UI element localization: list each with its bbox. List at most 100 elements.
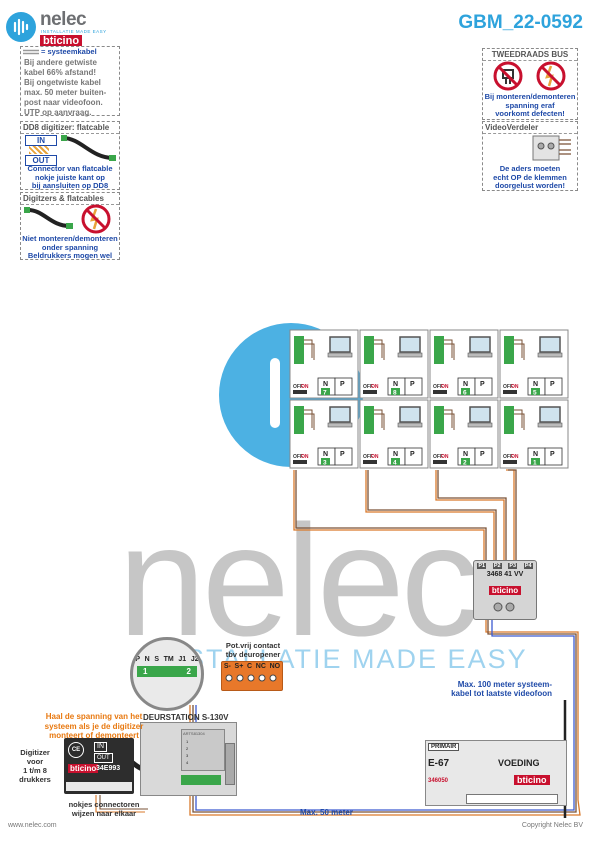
monitor-p-box (474, 447, 493, 466)
terminal-zoom: P N S TM J1 J2 1 2 (130, 637, 204, 711)
monitor-p-label: P (410, 381, 415, 388)
monitor-on-label: ON (441, 384, 449, 390)
panel-systeemkabel: = systeemkabel Bij andere getwiste kabel… (20, 46, 120, 117)
door-station-side-connector (225, 743, 235, 785)
monitor-address-box (531, 458, 540, 465)
panel-digitizers-body: Niet monteren/demonteren onder spanning … (21, 234, 119, 261)
zoom-terminal: N (144, 656, 150, 663)
monitor-wire (514, 339, 525, 360)
power-warning: Haal de spanning van het systeem als je … (34, 712, 154, 741)
monitor-n-label: N (393, 451, 398, 458)
document-id: GBM_22-0592 (458, 12, 583, 33)
dd8-out-label: OUT (25, 155, 57, 166)
monitor-address-box (321, 388, 330, 395)
terminal-block-icon (532, 135, 571, 161)
monitor-screen-icon (539, 406, 561, 423)
panel-digitizers: Digitzers & flatcables Niet monteren/dem… (20, 192, 120, 260)
distributor-port: P4 (523, 563, 533, 569)
monitor-wire (444, 409, 455, 430)
monitor-screen-icon (399, 336, 421, 353)
door-station-title: DEURSTATION S-130V (143, 713, 229, 722)
distributor-code: 3468 41 (486, 571, 512, 578)
max100-line: Max. 100 meter systeem- (457, 680, 552, 689)
monitor-address-box (321, 458, 330, 465)
door-station-row: 2 (186, 746, 189, 751)
panel-line: nokje juiste kant op (34, 172, 105, 182)
monitor-switch-icon (293, 460, 307, 464)
flatcable-connector-icon (29, 146, 49, 154)
door-opener-contact: S- S+ C NC NO (221, 661, 283, 691)
monitor-screen-icon (329, 336, 351, 353)
contact-title: Pot.vrij contact tbv deuropener (218, 641, 288, 659)
panel-line: Bij monteren/demonteren (484, 92, 576, 101)
watermark-slogan: INSTALLATIE MADE EASY (155, 644, 528, 674)
distributor-port: P3 (508, 563, 518, 569)
monitor-address-number: 4 (393, 460, 397, 467)
monitor-terminal-block (294, 336, 304, 364)
door-station-row: 1 (186, 739, 189, 744)
monitor-address-box (531, 388, 540, 395)
monitor-off-label: OFF (293, 384, 303, 390)
monitor-wire (514, 409, 525, 430)
monitor-n-label: N (533, 381, 538, 388)
contact-terminal-labels: S- S+ C NC NO (222, 663, 282, 670)
panel-line: Connector van flatcable (27, 164, 113, 173)
monitor-address-box (391, 388, 400, 395)
flatcable-icon (61, 135, 116, 161)
monitor-off-label: OFF (503, 384, 513, 390)
monitor-n-label: N (323, 381, 328, 388)
ce-mark-icon: CE (68, 742, 84, 758)
nokjes-line: wijzen naar elkaar (71, 809, 137, 818)
panel-line: bij aansluiten op DD8 (31, 181, 109, 190)
panel-line: onder spanning (41, 242, 99, 252)
monitor-wire (304, 339, 315, 360)
door-station-terminal-strip (181, 775, 221, 785)
zoom-terminal: P (135, 656, 140, 663)
door-station-row: 3 (186, 753, 189, 758)
panel-tweedraads-title: TWEEDRAADS BUS (483, 49, 577, 61)
zoom-left-number: 1 (143, 667, 148, 676)
monitor-wire (304, 409, 315, 430)
monitor-switch-icon (293, 390, 307, 394)
cable-icon (23, 50, 39, 55)
contact-title-line: Pot.vrij contact (225, 641, 281, 650)
panel-line: De aders moeten (499, 164, 561, 173)
monitor-switch-icon (503, 390, 517, 394)
panel-tweedraads-bus: TWEEDRAADS BUS Bij monteren/demonteren s… (482, 48, 578, 120)
power-warning-line: Haal de spanning van het (45, 712, 143, 721)
monitor-p-label: P (340, 451, 345, 458)
digitizer-terminal-strip (66, 782, 132, 791)
monitor-p-box (544, 447, 563, 466)
monitor-terminal-block (294, 406, 304, 434)
monitor-on-label: ON (511, 454, 519, 460)
monitor-base (467, 422, 493, 428)
contact-terminal: NC (255, 663, 266, 670)
monitor-off-label: OFF (503, 454, 513, 460)
panel-systeemkabel-title: = systeemkabel (41, 47, 97, 56)
monitor-base (537, 352, 563, 358)
zoom-terminal: TM (163, 656, 174, 663)
power-terminal-strip (466, 794, 558, 804)
monitor-terminal-block (434, 406, 444, 434)
monitor-p-box (474, 377, 493, 396)
monitor-off-label: OFF (363, 454, 373, 460)
digitizer-in-label: IN (94, 742, 107, 752)
monitor-screen-icon (469, 406, 491, 423)
panel-line: echt OP de klemmen (493, 172, 567, 182)
panel-tweedraads-body: Bij monteren/demonteren spanning eraf vo… (483, 92, 577, 119)
max50-note: Max. 50 meter (300, 808, 353, 817)
monitor-switch-icon (363, 460, 377, 464)
no-voltage-warning-icon (81, 204, 111, 234)
monitor-address-number: 8 (393, 390, 397, 397)
panel-dd8: DD8 digitizer: flatcable IN OUT Connecto… (20, 121, 120, 190)
monitor-terminal-block (504, 336, 514, 364)
contact-terminal: NO (269, 663, 281, 670)
monitor-off-label: OFF (363, 384, 373, 390)
monitor-off-label: OFF (293, 454, 303, 460)
power-warning-line: systeem als je de digitizer (44, 721, 144, 731)
